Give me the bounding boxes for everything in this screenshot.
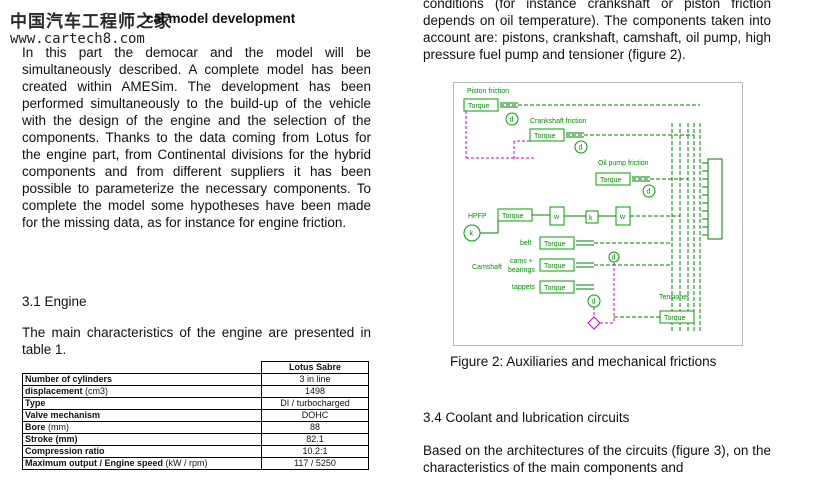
torque-label: Torque bbox=[544, 241, 566, 248]
section-title: cal model development bbox=[146, 11, 296, 26]
row-unit-text: (cm3) bbox=[82, 386, 109, 396]
table-row-value: 88 bbox=[261, 421, 369, 434]
table-row: Bore (mm)88 bbox=[22, 421, 369, 434]
row-unit-text: (kW / rpm) bbox=[163, 458, 208, 468]
watermark-url: www.cartech8.com bbox=[10, 31, 145, 47]
bearings-label: bearings bbox=[508, 267, 535, 274]
table-row-label: Compression ratio bbox=[22, 445, 262, 458]
tensioner-label: Tensioner bbox=[659, 294, 690, 301]
engine-heading: 3.1 Engine bbox=[22, 294, 87, 309]
torque-label: Torque bbox=[600, 177, 622, 184]
crankshaft-d-sensor bbox=[574, 140, 588, 154]
table-row-value: 10.2:1 bbox=[261, 445, 369, 458]
oil-pump-torque-block bbox=[595, 172, 631, 186]
crankshaft-torque-block bbox=[529, 128, 565, 142]
table-row: Valve mechanism DOHC bbox=[22, 409, 369, 422]
row-label-text: Valve mechanism bbox=[25, 410, 101, 420]
row-label-text: Bore bbox=[25, 422, 46, 432]
figure-caption: Figure 2: Auxiliaries and mechanical fri… bbox=[450, 354, 717, 369]
table-row-value: DOHC bbox=[261, 409, 369, 422]
right-top-paragraph: conditions (for instance crankshaft or p… bbox=[423, 0, 771, 62]
piston-d-sensor bbox=[505, 112, 519, 126]
circle-label: d bbox=[592, 299, 596, 306]
hpfp-k-label: k bbox=[589, 215, 593, 222]
circle-label: d bbox=[647, 189, 651, 196]
row-label-text: Number of cylinders bbox=[25, 374, 113, 384]
table-row-label: Valve mechanism bbox=[22, 409, 262, 422]
circle-label: d bbox=[579, 145, 583, 152]
table-row-value: DI / turbocharged bbox=[261, 397, 369, 410]
table-header-row: Lotus Sabre bbox=[23, 361, 369, 374]
circle-label: k bbox=[470, 231, 474, 238]
table-row-label: Bore (mm) bbox=[22, 421, 262, 434]
table-row: Number of cylinders 3 in line bbox=[22, 373, 369, 386]
piston-friction-label: Piston friction bbox=[467, 88, 509, 95]
torque-label: Torque bbox=[468, 103, 490, 110]
table-row-label: Stroke (mm) bbox=[22, 433, 262, 446]
hpfp-label: HPFP bbox=[468, 213, 487, 220]
torque-label: Torque bbox=[544, 263, 566, 270]
table-intro-paragraph: The main characteristics of the engine a… bbox=[22, 325, 371, 357]
hpfp-k-block bbox=[585, 210, 599, 224]
table-row-label: Maximum output / Engine speed (kW / rpm) bbox=[22, 457, 262, 470]
hpfp-w-label: w bbox=[553, 214, 560, 221]
table-header-cell: Lotus Sabre bbox=[261, 361, 369, 374]
table-row-value: 82.1 bbox=[261, 433, 369, 446]
table-row: Maximum output / Engine speed (kW / rpm)… bbox=[22, 457, 369, 470]
cams-label: cams + bbox=[510, 258, 533, 265]
engine-spec-table: Lotus Sabre Number of cylinders 3 in line… bbox=[22, 361, 369, 470]
oil-pump-friction-label: Oil pump friction bbox=[598, 160, 649, 167]
oil-pump-d-sensor bbox=[642, 184, 656, 198]
torque-label: Torque bbox=[544, 285, 566, 292]
torque-label: Torque bbox=[502, 213, 524, 220]
circle-label: d bbox=[612, 255, 616, 262]
right-bottom-paragraph: Based on the architectures of the circui… bbox=[423, 443, 771, 475]
hpfp-w2-label: w bbox=[619, 214, 626, 221]
summing-junction bbox=[587, 316, 601, 330]
row-label-text: Stroke (mm) bbox=[25, 434, 78, 444]
belt-torque-block bbox=[539, 236, 575, 250]
crankshaft-friction-label: Crankshaft friction bbox=[530, 118, 587, 125]
cams-d-sensor bbox=[608, 251, 620, 263]
coolant-heading: 3.4 Coolant and lubrication circuits bbox=[423, 410, 630, 425]
row-label-text: Maximum output / Engine speed bbox=[25, 458, 164, 468]
torque-label: Torque bbox=[534, 133, 556, 140]
watermark-chinese: 中国汽车工程师之家 bbox=[10, 12, 172, 32]
connector-block bbox=[707, 158, 723, 240]
row-label-text: Compression ratio bbox=[25, 446, 105, 456]
intro-paragraph: In this part the democar and the model w… bbox=[22, 45, 371, 230]
table-row-label: Type bbox=[22, 397, 262, 410]
circle-label: d bbox=[510, 117, 514, 124]
row-label-text: Type bbox=[25, 398, 46, 408]
table-row-value: 1498 bbox=[261, 385, 369, 398]
table-row-value: 3 in line bbox=[261, 373, 369, 386]
table-row-label: displacement (cm3) bbox=[22, 385, 262, 398]
table-row-value: 117 / 5250 bbox=[261, 457, 369, 470]
tappets-torque-block bbox=[539, 280, 575, 294]
row-unit-text: (mm) bbox=[45, 422, 70, 432]
row-label-text: displacement bbox=[25, 386, 83, 396]
table-row-label: Number of cylinders bbox=[22, 373, 262, 386]
belt-label: belt bbox=[520, 240, 531, 247]
table-row: Stroke (mm) 82.1 bbox=[22, 433, 369, 446]
table-row: Type DI / turbocharged bbox=[22, 397, 369, 410]
camshaft-label: Camshaft bbox=[472, 264, 502, 271]
tappets-label: tappets bbox=[512, 284, 535, 291]
torque-label: Torque bbox=[664, 315, 686, 322]
table-row: displacement (cm3)1498 bbox=[22, 385, 369, 398]
piston-torque-block bbox=[463, 98, 499, 112]
cams-torque-block bbox=[539, 258, 575, 272]
table-row: Compression ratio 10.2:1 bbox=[22, 445, 369, 458]
